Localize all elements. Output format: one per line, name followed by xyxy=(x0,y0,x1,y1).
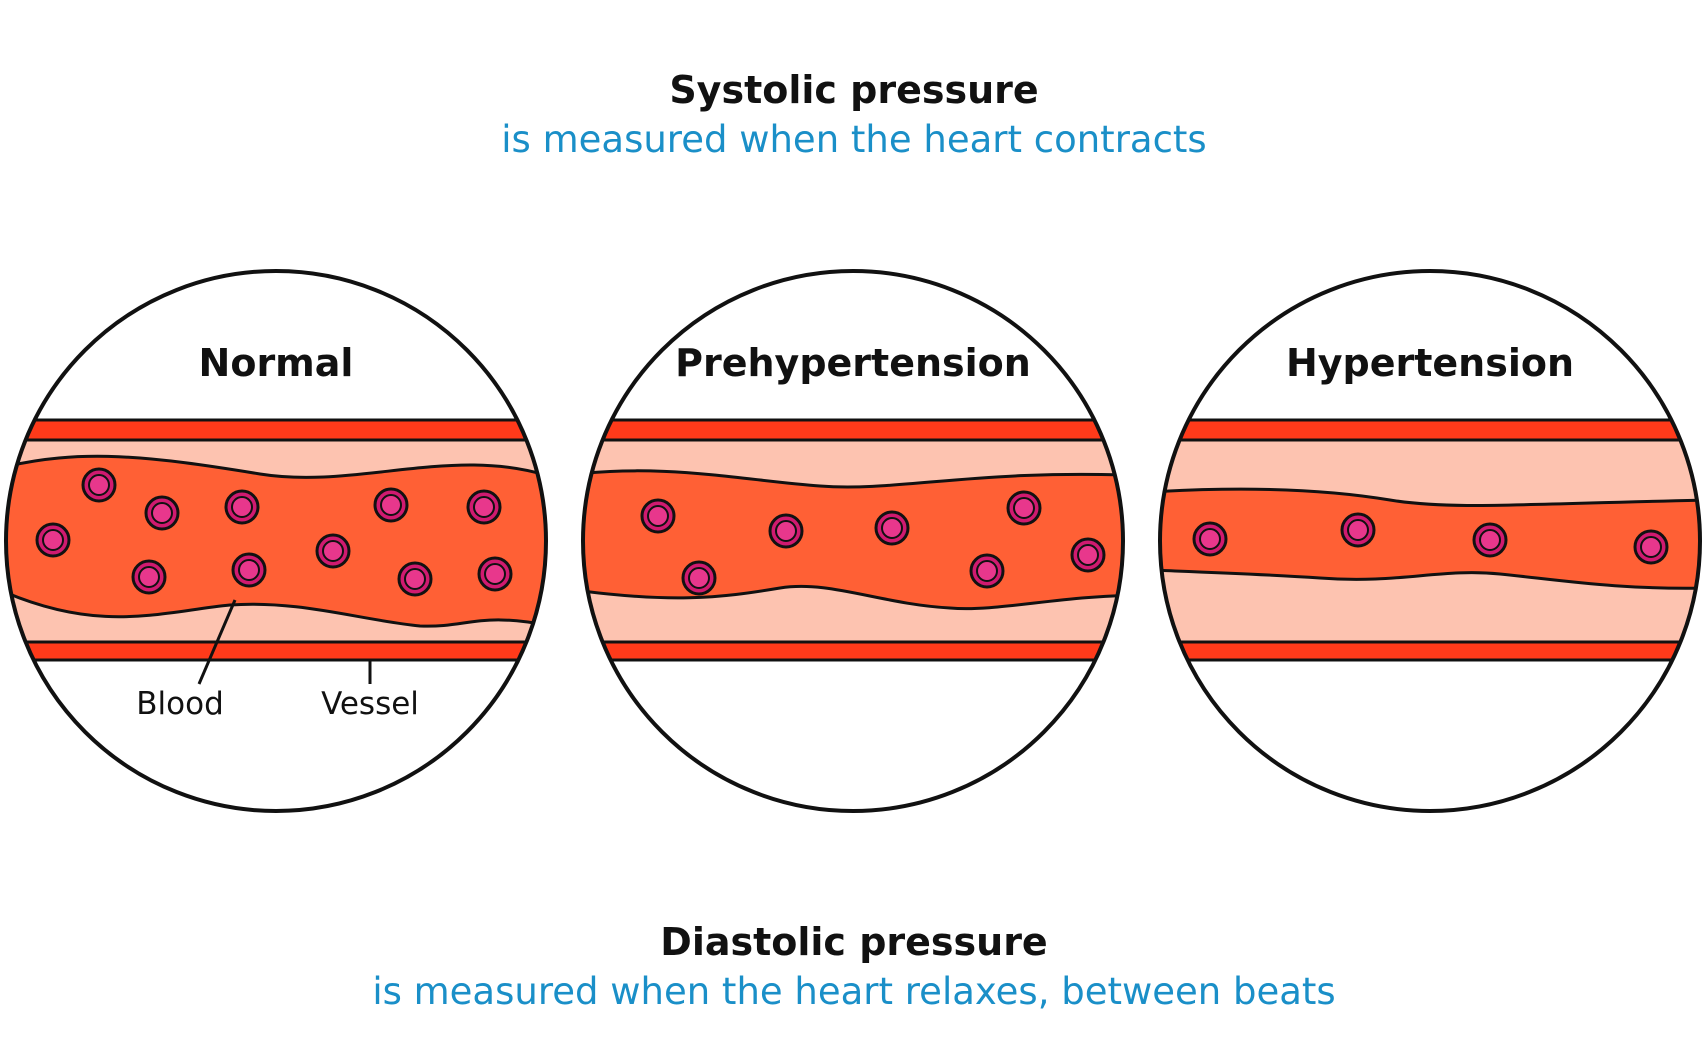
blood-cell xyxy=(1633,529,1669,565)
blood-cell xyxy=(477,556,513,592)
panel-hypertension: Hypertension xyxy=(1158,269,1702,813)
systolic-title: Systolic pressure xyxy=(669,68,1039,112)
blood-callout-label: Blood xyxy=(136,686,224,722)
vessel-wall-top xyxy=(1160,418,1700,442)
vessel-wall-bottom xyxy=(583,640,1123,662)
vessel-wall-top xyxy=(583,418,1123,442)
panel-hypertension-outline xyxy=(1158,269,1702,813)
systolic-heading: Systolic pressure is measured when the h… xyxy=(0,66,1708,166)
blood-cells-normal xyxy=(35,467,513,597)
blood-cells-hypertension xyxy=(1192,512,1669,565)
blood-cell xyxy=(640,498,676,534)
diastolic-heading: Diastolic pressure is measured when the … xyxy=(0,918,1708,1018)
vessel-callout-label: Vessel xyxy=(321,686,419,722)
blood-cell xyxy=(144,495,180,531)
blood-cell xyxy=(969,553,1005,589)
blood-cell xyxy=(466,489,502,525)
blood-cell xyxy=(397,561,433,597)
blood-cell xyxy=(874,510,910,546)
blood-callout-line xyxy=(197,599,237,685)
blood-cell xyxy=(315,533,351,569)
blood-cell xyxy=(224,489,260,525)
panel-label-hypertension: Hypertension xyxy=(1286,341,1574,385)
blood-cells-prehypertension xyxy=(640,490,1106,596)
diastolic-title: Diastolic pressure xyxy=(660,920,1048,964)
vessel-wall-top xyxy=(6,418,546,442)
blood-cell xyxy=(131,559,167,595)
systolic-subtitle: is measured when the heart contracts xyxy=(501,118,1207,161)
blood-stream xyxy=(1160,487,1700,590)
blood-cell xyxy=(231,552,267,588)
panel-prehypertension: Prehypertension xyxy=(581,269,1125,813)
blood-cell xyxy=(1472,522,1508,558)
blood-cell xyxy=(681,560,717,596)
blood-cell xyxy=(1070,537,1106,573)
blood-cell xyxy=(81,467,117,503)
vessel-wall-bottom xyxy=(1160,640,1700,662)
panel-label-prehypertension: Prehypertension xyxy=(675,341,1031,385)
blood-cell xyxy=(35,522,71,558)
blood-cell xyxy=(373,487,409,523)
panel-normal: Normal Blood Vessel xyxy=(4,269,548,813)
panel-label-normal: Normal xyxy=(199,341,354,385)
vessel-wall-bottom xyxy=(6,640,546,662)
blood-cell xyxy=(768,513,804,549)
diastolic-subtitle: is measured when the heart relaxes, betw… xyxy=(372,970,1336,1013)
panel-normal-outline xyxy=(4,269,548,813)
blood-cell xyxy=(1340,512,1376,548)
blood-cell xyxy=(1192,521,1228,557)
blood-cell xyxy=(1006,490,1042,526)
blood-stream xyxy=(583,469,1123,611)
panel-prehypertension-outline xyxy=(581,269,1125,813)
